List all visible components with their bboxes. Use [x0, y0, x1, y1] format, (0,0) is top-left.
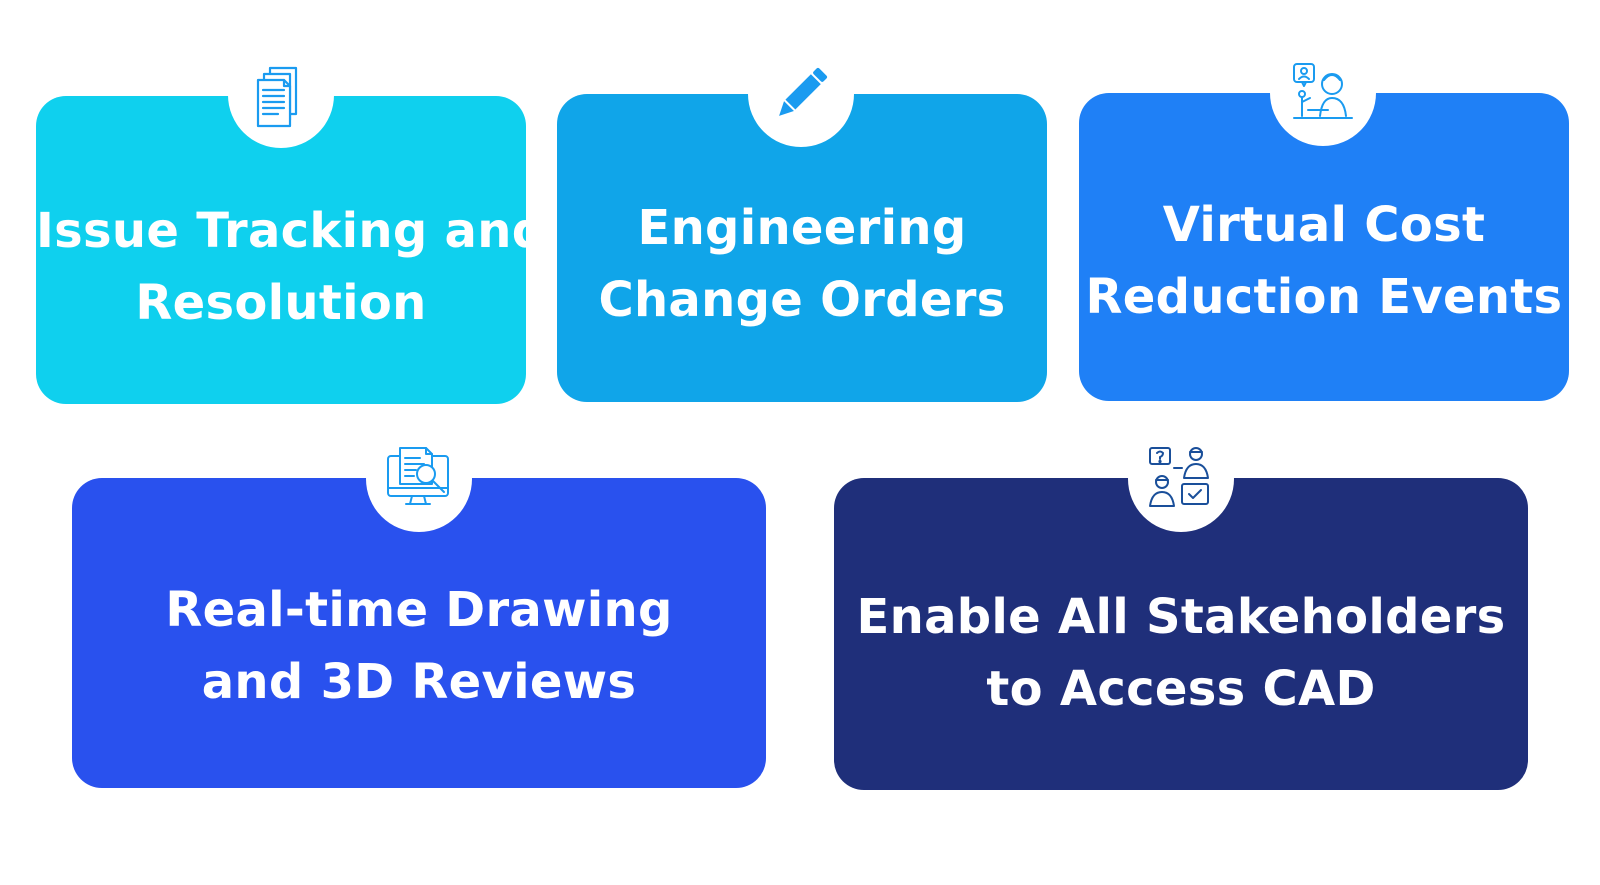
monitor-review-icon [387, 447, 449, 505]
card-title-line-1: Issue Tracking and [36, 203, 547, 259]
card-title-line-1: Enable All Stakeholders [856, 589, 1506, 645]
icon-badge [228, 42, 334, 148]
icon-badge [1128, 426, 1234, 532]
card-title: Engineering Change Orders [557, 192, 1047, 336]
virtual-meeting-icon [1293, 63, 1353, 119]
icon-badge [748, 41, 854, 147]
card-title-line-2: Reduction Events [1085, 269, 1563, 325]
card-title: Issue Tracking and Resolution [36, 195, 547, 339]
card-title-line-1: Real-time Drawing [165, 582, 673, 638]
feature-card-virtual-cost-reduction: Virtual Cost Reduction Events [1079, 93, 1569, 401]
document-stack-icon [256, 66, 298, 128]
card-title: Virtual Cost Reduction Events [1079, 189, 1569, 333]
stakeholders-icon [1149, 447, 1209, 507]
icon-badge [1270, 40, 1376, 146]
card-title-line-2: Change Orders [598, 272, 1006, 328]
card-title-line-2: and 3D Reviews [201, 654, 637, 710]
icon-badge [366, 426, 472, 532]
card-title: Real-time Drawing and 3D Reviews [72, 574, 766, 718]
card-title-line-1: Engineering [637, 200, 967, 256]
card-title-line-2: Resolution [135, 275, 427, 331]
feature-card-engineering-change-orders: Engineering Change Orders [557, 94, 1047, 402]
pencil-icon [779, 67, 828, 116]
card-title: Enable All Stakeholders to Access CAD [834, 581, 1528, 725]
card-title-line-1: Virtual Cost [1162, 197, 1486, 253]
card-title-line-2: to Access CAD [986, 661, 1376, 717]
